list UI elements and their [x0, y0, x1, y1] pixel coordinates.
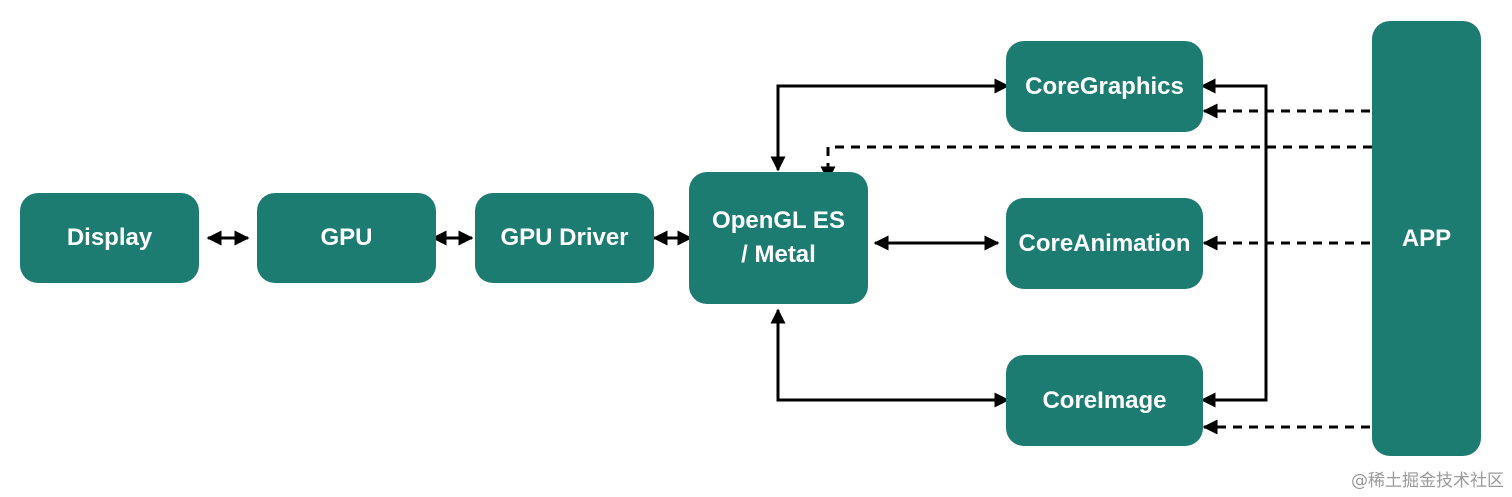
- node-opengl-metal: OpenGL ES / Metal: [689, 172, 868, 304]
- node-gpu: GPU: [257, 193, 436, 283]
- node-coreimage: CoreImage: [1006, 355, 1203, 446]
- edge-app-opengl: [820, 145, 1372, 182]
- watermark: @稀土掘金技术社区: [1351, 471, 1504, 491]
- edge-opengl-coregraphics: [770, 78, 1010, 172]
- node-gpu-driver: GPU Driver: [475, 193, 654, 283]
- node-coreimage-label: CoreImage: [1042, 386, 1167, 414]
- node-coregraphics: CoreGraphics: [1006, 41, 1203, 132]
- node-opengl-metal-label: OpenGL ES / Metal: [712, 207, 845, 268]
- edge-opengl-coreimage: [770, 308, 1010, 408]
- node-display-label: Display: [66, 224, 153, 251]
- node-coreanimation: CoreAnimation: [1006, 198, 1203, 289]
- node-coregraphics-label: CoreGraphics: [1025, 72, 1184, 100]
- node-gpu-label: GPU: [320, 224, 373, 251]
- node-display: Display: [20, 193, 199, 283]
- node-app: APP: [1372, 21, 1481, 456]
- node-coreanimation-label: CoreAnimation: [1018, 229, 1191, 257]
- node-gpu-driver-label: GPU Driver: [500, 224, 629, 251]
- node-app-label: APP: [1401, 224, 1452, 252]
